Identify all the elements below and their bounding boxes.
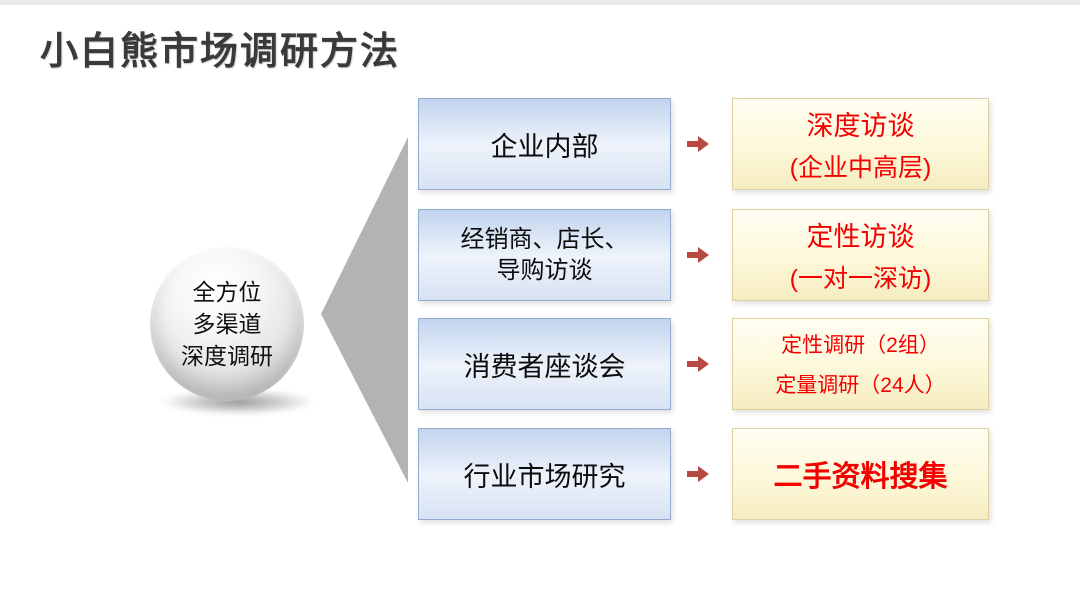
method-label: 经销商、店长、 <box>460 226 629 253</box>
funnel-triangle-icon <box>321 137 408 483</box>
result-line: 定性调研（2组） <box>781 334 940 357</box>
flow-arrow-icon <box>687 247 709 263</box>
result-line: 深度访谈 <box>806 111 915 141</box>
method-label: 企业内部 <box>490 131 599 162</box>
method-label: 导购访谈 <box>496 257 593 284</box>
top-edge-strip <box>0 0 1080 5</box>
method-box-internal: 企业内部 <box>418 98 671 190</box>
summary-line: 多渠道 <box>192 311 262 337</box>
summary-line: 深度调研 <box>181 343 273 369</box>
result-box-qualitative-interview: 定性访谈 (一对一深访) <box>732 209 989 301</box>
result-line: 定性访谈 <box>806 222 915 252</box>
result-box-depth-interview: 深度访谈 (企业中高层) <box>732 98 989 190</box>
summary-sphere: 全方位 多渠道 深度调研 <box>150 247 304 401</box>
method-box-consumer-panel: 消费者座谈会 <box>418 318 671 410</box>
summary-line: 全方位 <box>192 279 262 305</box>
result-line: (一对一深访) <box>789 265 932 293</box>
method-box-industry-research: 行业市场研究 <box>418 428 671 520</box>
result-line: 定量调研（24人） <box>775 374 946 397</box>
summary-text: 全方位 多渠道 深度调研 <box>181 276 273 372</box>
result-box-secondary-data: 二手资料搜集 <box>732 428 989 520</box>
method-label: 行业市场研究 <box>463 461 626 492</box>
method-label: 消费者座谈会 <box>463 351 626 382</box>
flow-arrow-icon <box>687 136 709 152</box>
result-line: (企业中高层) <box>789 154 932 182</box>
slide-title: 小白熊市场调研方法 <box>40 31 401 73</box>
method-box-dealer-interview: 经销商、店长、 导购访谈 <box>418 209 671 301</box>
result-box-qual-quant-research: 定性调研（2组） 定量调研（24人） <box>732 318 989 410</box>
result-line: 二手资料搜集 <box>773 461 948 493</box>
flow-arrow-icon <box>687 466 709 482</box>
flow-arrow-icon <box>687 356 709 372</box>
